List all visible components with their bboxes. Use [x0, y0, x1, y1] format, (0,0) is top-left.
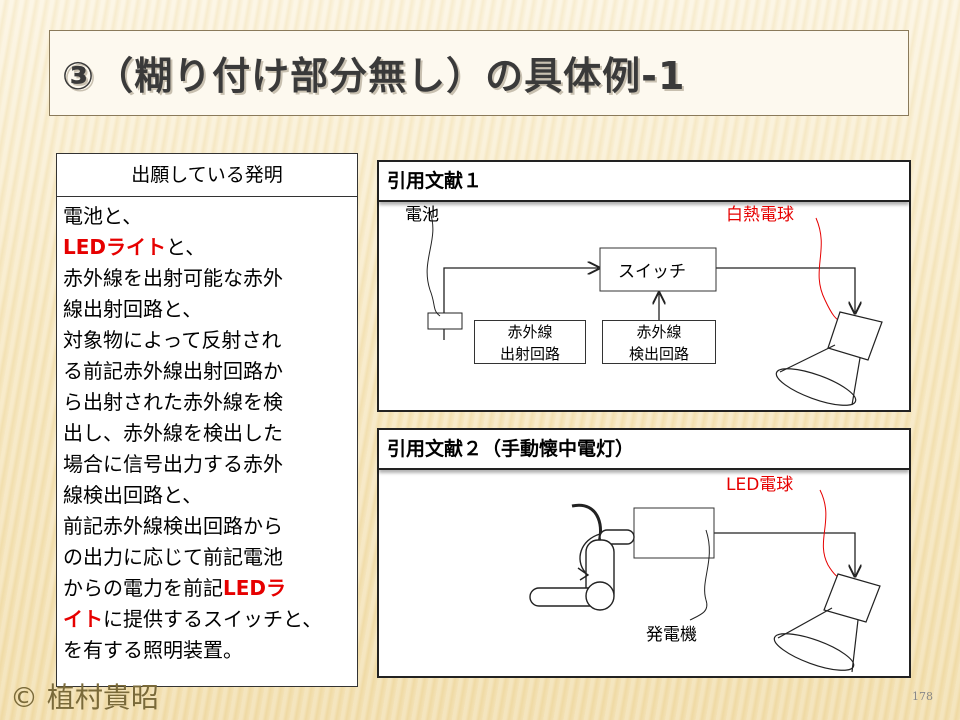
switch-box	[599, 247, 717, 292]
claim-line: 赤外線を出射可能な赤外	[63, 263, 353, 294]
reference-1-heading: 引用文献１	[379, 162, 909, 202]
ir-emitter-label-line1: 赤外線	[507, 323, 553, 341]
claim-segment: 線出射回路と、	[63, 297, 203, 321]
claim-line: 場合に信号出力する赤外	[63, 449, 353, 480]
claim-line: を有する照明装置。	[63, 635, 353, 666]
claim-line: イトに提供するスイッチと、	[63, 604, 353, 635]
claimed-invention-header: 出願している発明	[57, 154, 357, 197]
ref2-wiring	[714, 532, 855, 575]
claim-line: からの電力を前記LEDラ	[63, 573, 353, 604]
copyright-text: © 植村貴昭	[10, 681, 159, 714]
claim-segment: 線検出回路と、	[63, 483, 203, 507]
claim-line: 線検出回路と、	[63, 480, 353, 511]
claim-line: 電池と、	[63, 201, 353, 232]
page-number: 178	[912, 690, 933, 703]
ir-detector-label-line1: 赤外線	[636, 323, 682, 341]
ir-emitter-box: 赤外線 出射回路	[474, 320, 586, 364]
claim-line: の出力に応じて前記電池	[63, 542, 353, 573]
claim-line: LEDライトと、	[63, 232, 353, 263]
reference-2-heading: 引用文献２（手動懐中電灯）	[379, 430, 909, 470]
generator-label: 発電機	[646, 625, 697, 645]
claim-line: 出し、赤外線を検出した	[63, 418, 353, 449]
led-bulb-symbol	[773, 573, 881, 673]
claim-highlight: LEDライト	[63, 235, 167, 259]
claim-highlight: LEDラ	[223, 576, 287, 600]
slide-title-box: ③（糊り付け部分無し）の具体例-1	[49, 30, 909, 116]
ir-detector-label-line2: 検出回路	[628, 345, 689, 363]
claim-segment: 電池と、	[63, 204, 143, 228]
claim-segment: からの電力を前記	[63, 576, 223, 600]
claim-highlight: イト	[63, 607, 103, 631]
claimed-invention-panel: 出願している発明 電池と、LEDライトと、赤外線を出射可能な赤外線出射回路と、対…	[56, 153, 358, 687]
claim-line: 前記赤外線検出回路から	[63, 511, 353, 542]
generator-box	[633, 507, 715, 559]
incandescent-bulb-symbol	[775, 311, 883, 406]
switch-label: スイッチ	[618, 262, 686, 282]
claim-line: る前記赤外線出射回路か	[63, 356, 353, 387]
claim-segment: に提供するスイッチと、	[103, 607, 323, 631]
claim-segment: と、	[166, 235, 206, 259]
ir-detector-box: 赤外線 検出回路	[602, 320, 716, 364]
battery-label: 電池	[405, 205, 439, 225]
claim-line: ら出射された赤外線を検	[63, 387, 353, 418]
claim-segment: ら出射された赤外線を検	[63, 390, 283, 414]
claim-segment: 赤外線を出射可能な赤外	[63, 266, 283, 290]
claim-line: 線出射回路と、	[63, 294, 353, 325]
claim-line: 対象物によって反射され	[63, 325, 353, 356]
led-bulb-label: LED電球	[726, 475, 794, 495]
battery-symbol	[427, 312, 463, 330]
claim-segment: る前記赤外線出射回路か	[63, 359, 283, 383]
claim-segment: 出し、赤外線を検出した	[63, 421, 283, 445]
claim-text: 電池と、LEDライトと、赤外線を出射可能な赤外線出射回路と、対象物によって反射さ…	[57, 197, 357, 666]
claim-segment: 場合に信号出力する赤外	[63, 452, 283, 476]
hand-crank-symbol	[529, 503, 635, 611]
ir-emitter-label-line2: 出射回路	[499, 345, 560, 363]
claim-segment: 前記赤外線検出回路から	[63, 514, 283, 538]
ref1-wiring	[443, 268, 855, 340]
claim-segment: を有する照明装置。	[63, 638, 243, 662]
claim-segment: の出力に応じて前記電池	[63, 545, 283, 569]
slide-title: ③（糊り付け部分無し）の具体例-1	[62, 54, 686, 98]
claim-segment: 対象物によって反射され	[63, 328, 282, 352]
incandescent-bulb-label: 白熱電球	[726, 205, 794, 225]
